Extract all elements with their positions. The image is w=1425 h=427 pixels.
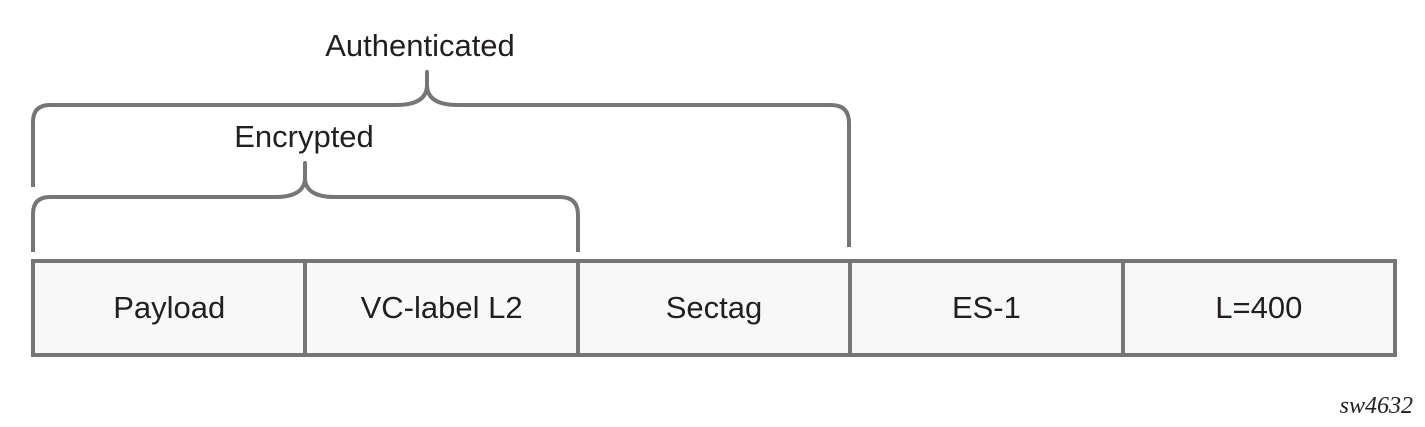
- frame-field-label: L=400: [1215, 290, 1303, 325]
- figure-id-watermark: sw4632: [1339, 393, 1413, 419]
- frame-field-l-400: L=400: [1120, 263, 1393, 353]
- frame-row: Payload VC-label L2 Sectag ES-1 L=400: [31, 259, 1397, 357]
- frame-field-label: Payload: [113, 290, 226, 325]
- frame-field-label: VC-label L2: [360, 290, 523, 325]
- authenticated-brace-line: [31, 70, 851, 247]
- frame-field-sectag: Sectag: [575, 263, 848, 353]
- frame-field-vc-label-l2: VC-label L2: [303, 263, 575, 353]
- frame-field-es-1: ES-1: [848, 263, 1120, 353]
- frame-field-label: Sectag: [665, 290, 763, 325]
- frame-field-label: ES-1: [951, 290, 1021, 325]
- encrypted-brace-line: [31, 161, 580, 252]
- encrypted-label: Encrypted: [234, 119, 374, 154]
- authenticated-label: Authenticated: [325, 28, 515, 63]
- frame-field-payload: Payload: [35, 263, 303, 353]
